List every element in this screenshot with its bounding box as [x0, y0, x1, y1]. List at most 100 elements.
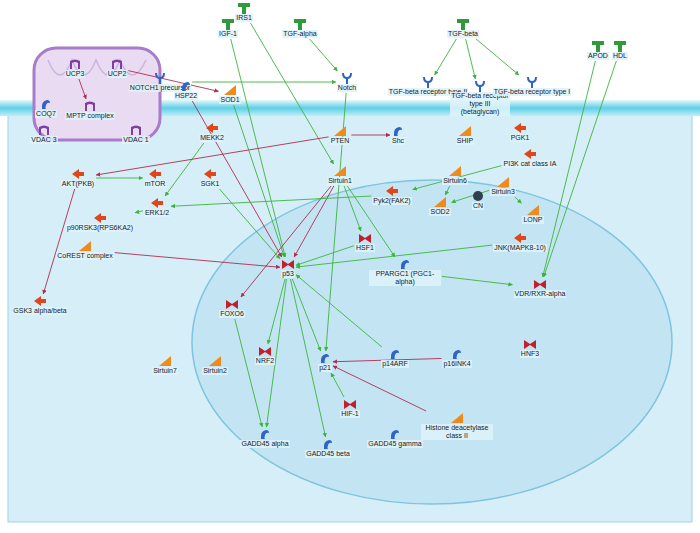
pathway-node: Sirtuin6 [442, 165, 468, 185]
pathway-node: FOXO6 [219, 298, 245, 318]
node-icon [78, 240, 92, 252]
node-icon [71, 168, 85, 180]
node-label: Sirtuin1 [327, 177, 353, 185]
node-label: COQ7 [35, 110, 57, 118]
interaction-arrow [326, 93, 346, 351]
node-icon [281, 258, 295, 270]
node-icon [523, 338, 537, 350]
node-label: JNK(MAPK8-10) [493, 244, 547, 252]
interaction-arrow [115, 253, 280, 268]
node-label: VDR/RXR-alpha [514, 290, 567, 298]
interaction-arrow [296, 246, 354, 266]
node-icon [613, 40, 627, 52]
node-icon [358, 232, 372, 244]
node-label: Sirtuin7 [152, 367, 178, 375]
node-label: p21 [318, 364, 332, 372]
node-icon [318, 352, 332, 364]
pathway-node: JNK(MAPK8-10) [493, 232, 547, 252]
node-label: CN [472, 202, 484, 210]
node-label: HNF3 [520, 350, 540, 358]
pathway-node: HNF3 [520, 338, 540, 358]
node-icon [450, 412, 464, 424]
node-icon [83, 100, 97, 112]
node-icon [450, 348, 464, 360]
node-label: FOXO6 [219, 310, 245, 318]
node-label: SOD2 [429, 208, 450, 216]
pathway-node: LONP [522, 204, 543, 224]
node-label: GADD45 gamma [367, 440, 422, 448]
node-label: p90RSK3(RPS6KA2) [66, 224, 134, 232]
node-icon [398, 258, 412, 270]
node-icon [591, 40, 605, 52]
interaction-arrow [435, 39, 457, 75]
interaction-arrow [452, 190, 490, 202]
node-label: AKT(PKB) [61, 180, 95, 188]
node-icon [37, 124, 51, 136]
node-label: PPARGC1 (PGC1-alpha) [369, 270, 441, 286]
node-label: Sirtuin2 [202, 367, 228, 375]
node-label: ERK1/2 [144, 209, 170, 217]
interaction-arrow [296, 245, 492, 267]
pathway-node: VDR/RXR-alpha [514, 278, 567, 298]
node-icon [258, 428, 272, 440]
pathway-node: UCP2 [107, 58, 128, 78]
pathway-node: SOD1 [219, 84, 240, 104]
node-label: mTOR [144, 180, 166, 188]
pathway-node: HSF1 [355, 232, 375, 252]
node-label: TGF-alpha [282, 30, 317, 38]
interaction-arrow [268, 279, 285, 344]
interaction-arrow [515, 197, 522, 203]
pathway-node: HDL [612, 40, 628, 60]
node-label: SHIP [456, 137, 474, 145]
node-label: p14ARF [381, 360, 409, 368]
node-icon [221, 18, 235, 30]
node-label: NOTCH1 precursor [129, 84, 191, 92]
node-label: Notch [337, 84, 357, 92]
node-icon [203, 168, 217, 180]
node-icon [391, 125, 405, 137]
pathway-node: TGF-alpha [282, 18, 317, 38]
node-label: HDL [612, 52, 628, 60]
cytoplasm [8, 104, 692, 522]
node-icon [129, 124, 143, 136]
pathway-node: IRS1 [235, 2, 253, 22]
pathway-node: Histone deacetylase class II [421, 412, 493, 440]
node-label: APOD [587, 52, 609, 60]
node-icon [258, 345, 272, 357]
interaction-arrow [442, 276, 513, 284]
pathway-node: p14ARF [381, 348, 409, 368]
node-label: PI3K cat class IA [503, 160, 558, 168]
node-label: Pyk2(FAK2) [372, 197, 411, 205]
pathway-node: GADD45 gamma [367, 428, 422, 448]
node-icon [513, 232, 527, 244]
node-icon [421, 76, 435, 88]
node-icon [110, 58, 124, 70]
mitochondrion [34, 48, 160, 140]
pathway-node: SOD2 [429, 196, 450, 216]
node-icon [388, 348, 402, 360]
node-label: MEKK2 [199, 134, 225, 142]
pathway-node: PGK1 [510, 122, 531, 142]
interaction-arrow [96, 137, 329, 175]
interaction-arrow [79, 79, 86, 99]
interaction-arrow [331, 373, 344, 397]
node-icon [93, 212, 107, 224]
node-icon [471, 190, 485, 202]
node-icon [153, 72, 167, 84]
pathway-node: NOTCH1 precursor [129, 72, 191, 92]
node-icon [496, 176, 510, 188]
pathway-node: TGF-beta [447, 18, 479, 38]
node-label: TGF-beta receptor type I [493, 88, 572, 96]
node-label: HSP22 [174, 92, 198, 100]
pathway-node: GSK3 alpha/beta [12, 295, 67, 315]
node-icon [526, 204, 540, 216]
node-icon [293, 18, 307, 30]
pathway-node: p16INK4 [442, 348, 471, 368]
pathway-node: p90RSK3(RPS6KA2) [66, 212, 134, 232]
interaction-arrow [351, 135, 390, 136]
node-icon [513, 122, 527, 134]
node-label: SGK1 [200, 180, 221, 188]
node-icon [458, 125, 472, 137]
node-label: GADD45 alpha [240, 440, 289, 448]
pathway-node: TGF-beta receptor type III (betaglycan) [450, 80, 510, 116]
